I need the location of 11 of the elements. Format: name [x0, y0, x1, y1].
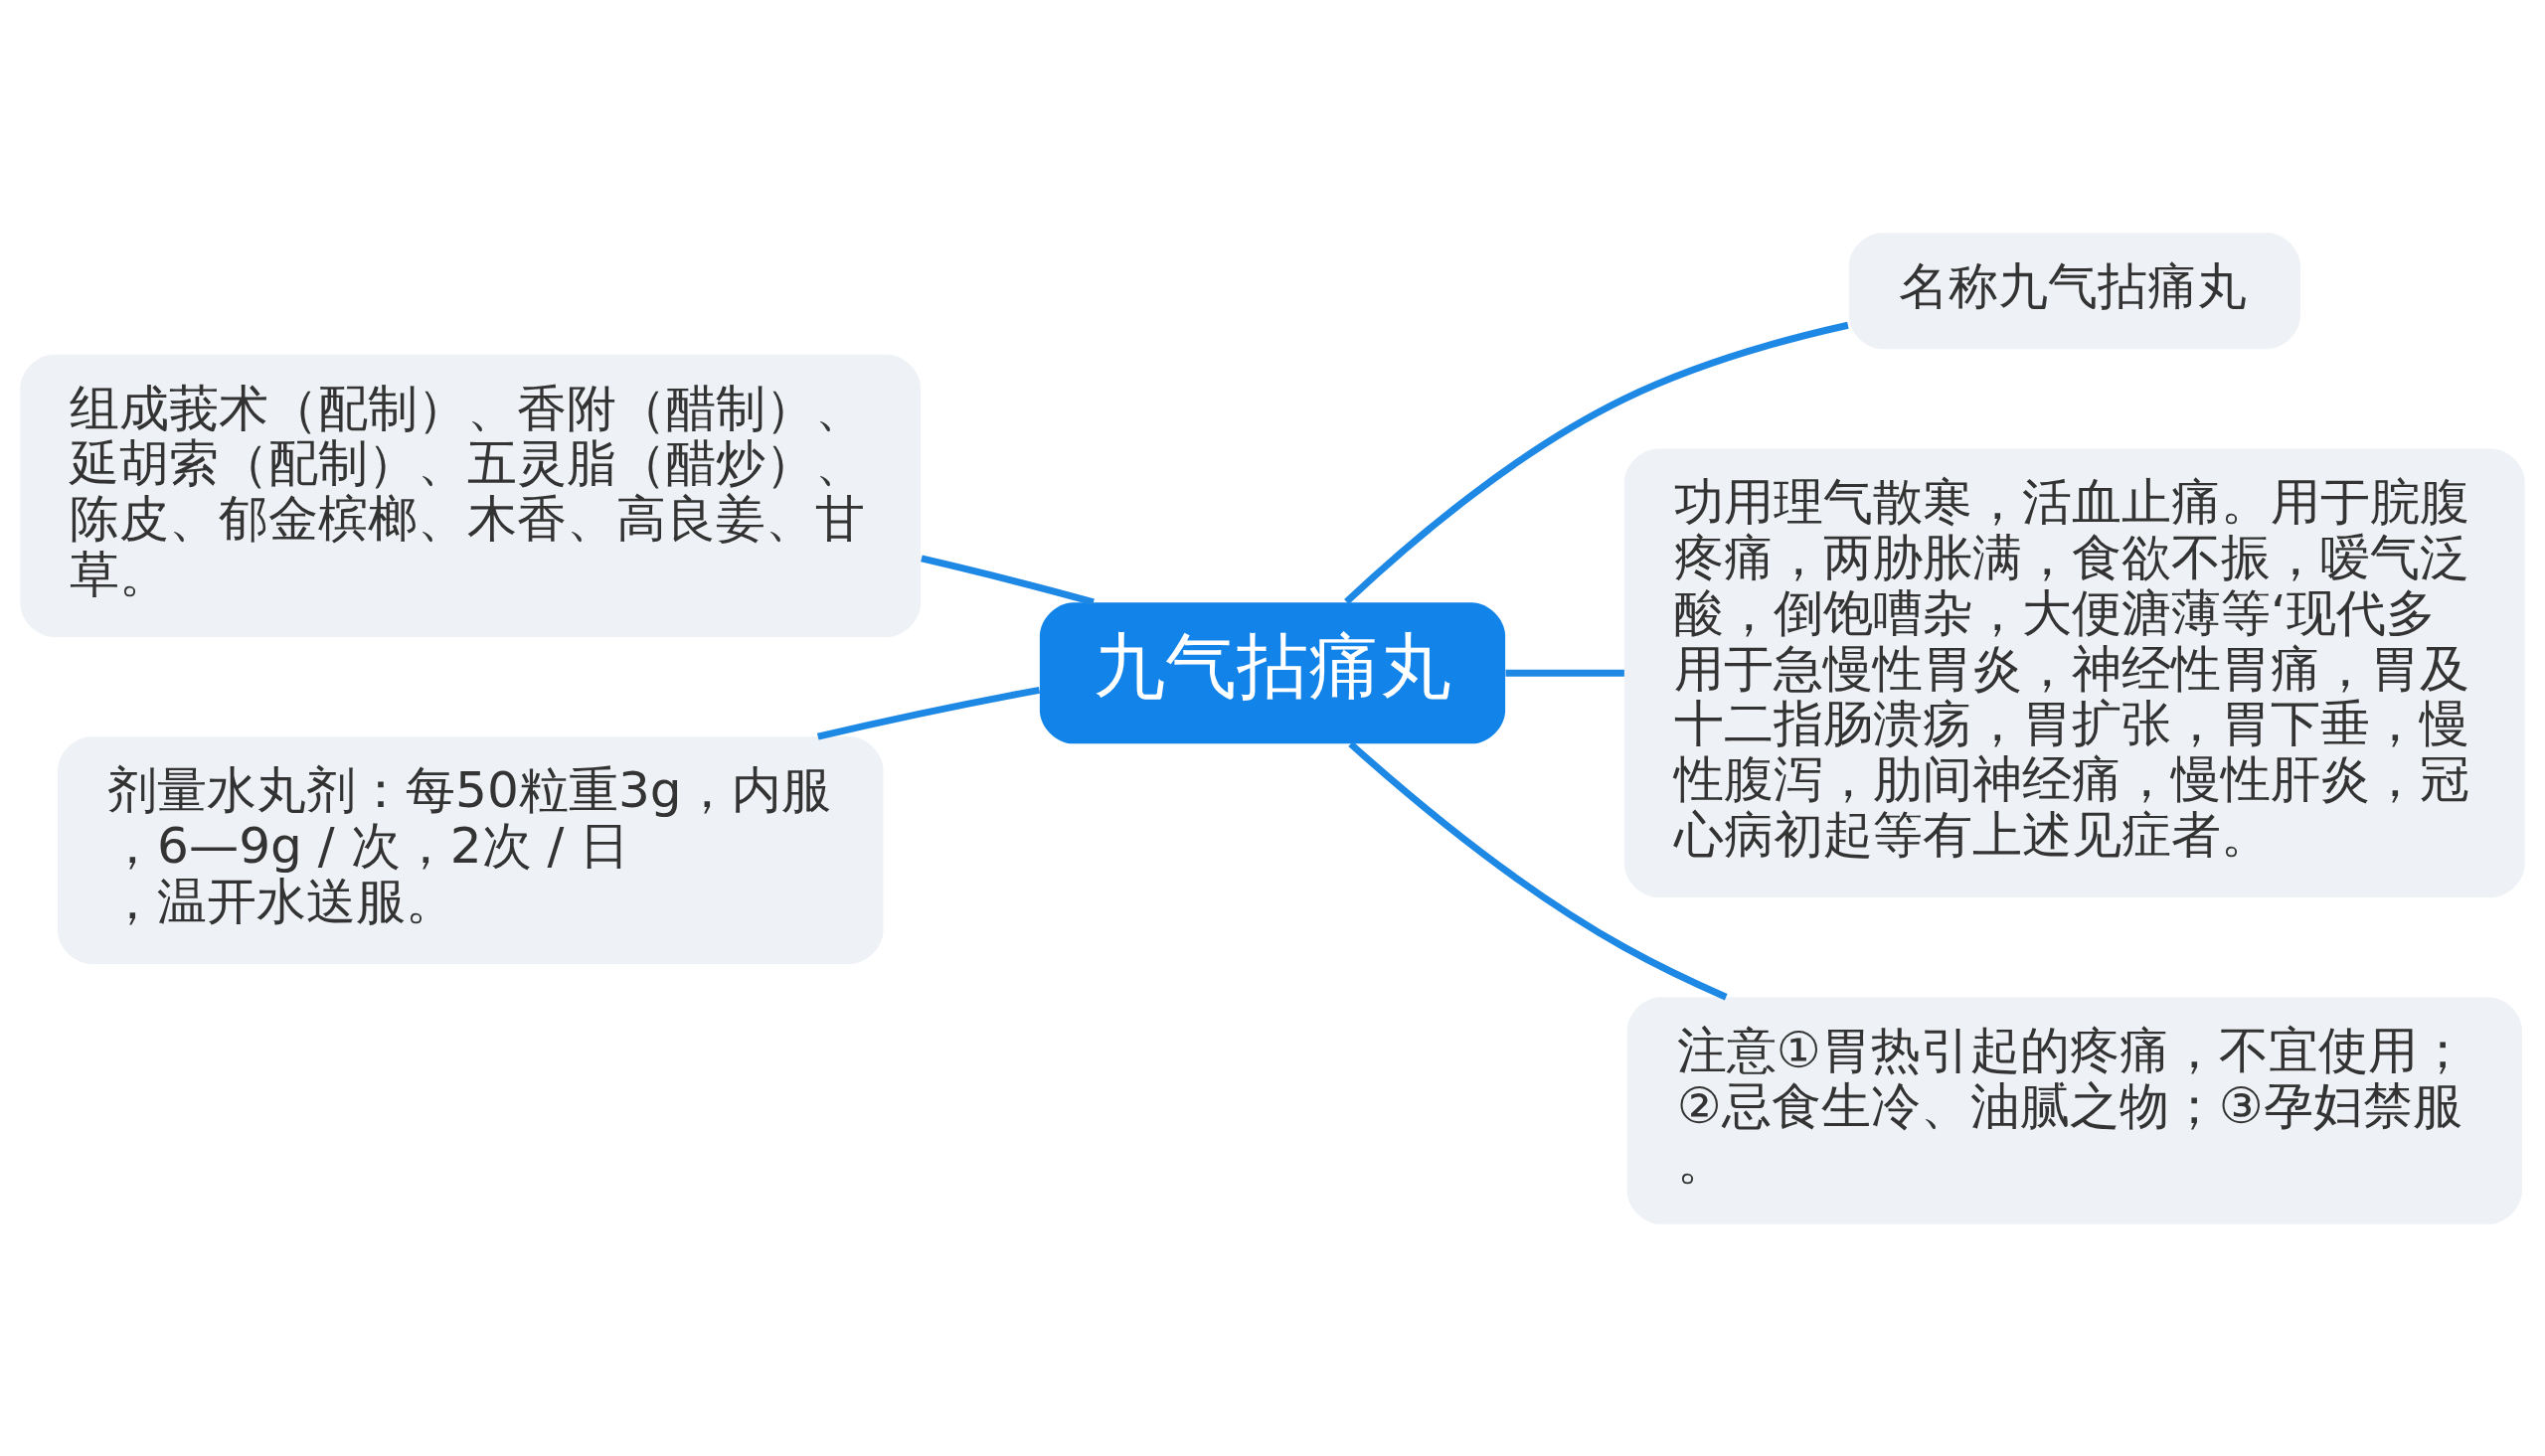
- node-box: 组成莪术（配制）、香附（醋制）、延胡索（配制）、五灵脂（醋炒）、陈皮、郁金槟榔、木香、高良姜、甘草。: [20, 354, 922, 637]
- node-box: 剂量水丸剂：每50粒重3g，内服，6—9g / 次，2次 / 日，温开水送服。: [57, 735, 884, 964]
- node-box: 注意①胃热引起的疼痛，不宜使用；②忌食生冷、油腻之物；③孕妇禁服。: [1626, 996, 2522, 1224]
- connector: [1348, 740, 1728, 1000]
- node-box: 功用理气散寒，活血止痛。用于脘腹疼痛，两胁胀满，食欲不振，嗳气泛酸，倒饱嘈杂，大便溏薄等‘现代多用于急慢性胃炎，神经性胃痛，胃及十二指肠溃疡，胃扩张，胃下垂，慢性腹泻，肋间神经痛，慢性肝炎，冠心病初起等有上述见症者。: [1623, 448, 2525, 897]
- connector: [816, 686, 1041, 739]
- connector: [921, 555, 1095, 605]
- node-box: 九气拈痛丸: [1039, 601, 1506, 743]
- connector: [1344, 321, 1849, 604]
- connector: [1505, 669, 1624, 677]
- node-box: 名称九气拈痛丸: [1848, 232, 2300, 349]
